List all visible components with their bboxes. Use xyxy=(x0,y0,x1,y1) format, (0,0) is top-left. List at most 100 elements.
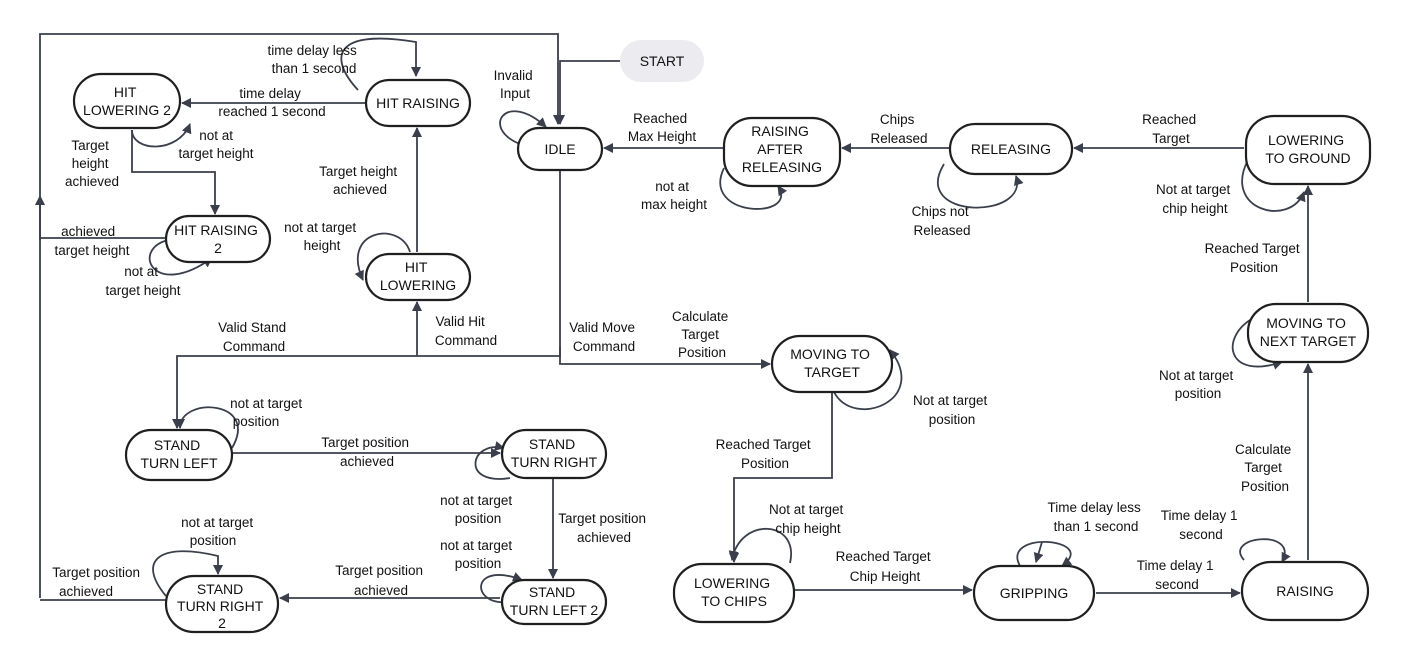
edge-idle-to-stand-turn-left xyxy=(172,170,561,429)
state-hit-raising-2-line-1: HIT RAISING xyxy=(174,222,258,238)
states: START IDLE HIT LOWERING 2 HIT RAISING HI… xyxy=(72,40,1372,634)
state-moving-to-next-target-line-2: NEXT TARGET xyxy=(1260,333,1357,349)
state-stand-turn-right-line-2: TURN RIGHT xyxy=(511,454,598,470)
state-lowering-to-ground-line-1: LOWERING xyxy=(1268,132,1344,148)
state-lowering-to-ground[interactable]: LOWERING TO GROUND xyxy=(1244,114,1372,186)
state-stand-turn-left-line-2: TURN LEFT xyxy=(141,455,218,471)
state-stand-turn-left-2-line-1: STAND xyxy=(529,584,575,600)
svg-text:HIT RAISING 2: HIT RAISING 2 xyxy=(174,222,262,256)
label-not-at-max-height: not at max height xyxy=(641,179,707,212)
state-stand-turn-right-2-line-1: STAND xyxy=(197,581,243,597)
label-chips-released: Chips Released xyxy=(870,112,927,146)
svg-text:RAISING: RAISING xyxy=(1276,583,1334,599)
svg-text:MOVING TO TARGET: MOVING TO TARGET xyxy=(790,346,874,380)
label-reached-target-position-up: Reached Target Position xyxy=(1205,241,1304,275)
svg-text:GRIPPING: GRIPPING xyxy=(1000,585,1068,601)
label-reached-target-position-down: Reached Target Position xyxy=(716,437,815,471)
label-achieved-target-height: achieved target height xyxy=(54,224,129,258)
label-target-height-achieved-hl: Target height achieved xyxy=(319,164,401,197)
label-chips-not-released: Chips not Released xyxy=(912,204,973,238)
state-hit-lowering[interactable]: HIT LOWERING xyxy=(364,252,472,302)
edge-top-return xyxy=(39,33,563,196)
state-stand-turn-right-2[interactable]: STAND TURN RIGHT 2 xyxy=(164,574,280,634)
state-hit-lowering-2[interactable]: HIT LOWERING 2 xyxy=(72,72,182,130)
edge-raising-after-releasing-self-loop xyxy=(719,167,788,210)
edge-start-to-idle xyxy=(555,60,620,125)
label-time-delay-less-grip: Time delay less than 1 second xyxy=(1047,500,1144,534)
label-target-position-achieved-stl: Target position achieved xyxy=(321,435,413,469)
label-not-at-target-position-stl: not at target position xyxy=(230,396,306,429)
state-moving-to-next-target[interactable]: MOVING TO NEXT TARGET xyxy=(1246,302,1370,364)
svg-text:HIT RAISING: HIT RAISING xyxy=(376,95,460,111)
svg-text:STAND TURN RIGHT: STAND TURN RIGHT 2 xyxy=(177,581,267,631)
edge-stand-turn-left-self-loop xyxy=(175,406,239,449)
state-idle[interactable]: IDLE xyxy=(516,126,604,172)
state-stand-turn-right[interactable]: STAND TURN RIGHT xyxy=(500,428,608,480)
state-raising-line-1: RAISING xyxy=(1276,583,1334,599)
edges xyxy=(35,33,1313,603)
state-stand-turn-left[interactable]: STAND TURN LEFT xyxy=(124,428,234,482)
state-hit-raising-line-1: HIT RAISING xyxy=(376,95,460,111)
edge-lowering-to-chips-self-loop xyxy=(728,527,793,564)
label-valid-move-command: Valid Move Command xyxy=(569,320,639,354)
state-hit-raising-2[interactable]: HIT RAISING 2 xyxy=(164,214,272,264)
state-hit-raising[interactable]: HIT RAISING xyxy=(364,78,472,128)
edge-labels: Invalid Input time delay less than 1 sec… xyxy=(52,43,1304,599)
edge-hit-raising-2-self-loop xyxy=(148,239,213,276)
label-time-delay-reached: time delay reached 1 second xyxy=(218,86,325,119)
state-lowering-to-chips-line-1: LOWERING xyxy=(694,575,770,591)
state-stand-turn-left-2-line-2: TURN LEFT 2 xyxy=(510,602,599,618)
state-hit-lowering-2-line-1: HIT xyxy=(114,84,137,100)
edge-hit-raising-self-loop xyxy=(340,37,421,91)
state-gripping[interactable]: GRIPPING xyxy=(972,564,1096,622)
state-releasing[interactable]: RELEASING xyxy=(948,122,1074,176)
label-not-at-target-chip-height-ground: Not at target chip height xyxy=(1156,182,1234,216)
state-hit-lowering-line-2: LOWERING xyxy=(380,277,456,293)
state-stand-turn-left-2[interactable]: STAND TURN LEFT 2 xyxy=(500,578,608,626)
label-calculate-target-position-mid: Calculate Target Position xyxy=(672,309,732,360)
label-not-at-target-position-next: Not at target position xyxy=(1159,368,1237,401)
state-lowering-to-chips[interactable]: LOWERING TO CHIPS xyxy=(672,562,796,624)
label-not-at-target-position-str2: not at target position xyxy=(181,515,257,548)
state-moving-to-next-target-line-1: MOVING TO xyxy=(1266,315,1346,331)
state-hit-lowering-2-line-2: LOWERING 2 xyxy=(83,102,171,118)
svg-text:LOWERING TO CHIPS: LOWERING TO CHIPS xyxy=(694,575,774,609)
state-stand-turn-left-line-1: STAND xyxy=(154,437,200,453)
edge-hit-lowering-self-loop xyxy=(354,232,411,281)
label-not-at-target-position-stl2: not at target position xyxy=(440,538,516,571)
svg-text:STAND TURN LEFT 2: STAND TURN LEFT 2 xyxy=(510,584,599,618)
edge-hit-lowering-2-self-loop xyxy=(131,123,192,148)
edge-releasing-self-loop xyxy=(937,163,1024,209)
label-not-at-target-height-hr2: not at target height xyxy=(105,264,180,298)
label-time-delay-1-second-grip: Time delay 1 second xyxy=(1137,558,1218,592)
label-reached-target-chip-height: Reached Target Chip Height xyxy=(836,549,935,584)
state-start[interactable]: START xyxy=(620,40,704,82)
state-raising-after-releasing-line-1: RAISING xyxy=(751,123,809,139)
state-start-line-1: START xyxy=(640,53,685,69)
state-releasing-line-1: RELEASING xyxy=(971,141,1051,157)
label-target-position-achieved-str: Target position achieved xyxy=(558,511,650,545)
label-reached-max-height: Reached Max Height xyxy=(628,111,697,144)
state-raising-after-releasing[interactable]: RAISING AFTER RELEASING xyxy=(722,116,842,188)
state-raising[interactable]: RAISING xyxy=(1240,560,1370,622)
label-time-delay-1-second-raise: Time delay 1 second xyxy=(1161,508,1242,542)
state-moving-to-target[interactable]: MOVING TO TARGET xyxy=(770,334,894,394)
edge-gripping-self-loop-tip xyxy=(1033,541,1044,563)
label-not-at-target-height-hl: not at target height xyxy=(284,220,360,253)
label-calculate-target-position-right: Calculate Target Position xyxy=(1235,442,1295,494)
state-hit-lowering-line-1: HIT xyxy=(405,259,428,275)
state-stand-turn-right-2-line-3: 2 xyxy=(218,615,226,631)
edge-idle-self-loop xyxy=(499,110,547,145)
state-stand-turn-right-2-line-2: TURN RIGHT xyxy=(177,598,264,614)
state-raising-after-releasing-line-3: RELEASING xyxy=(742,159,822,175)
label-target-position-achieved-stl2: Target position achieved xyxy=(335,563,427,598)
state-gripping-line-1: GRIPPING xyxy=(1000,585,1068,601)
label-valid-hit-command: Valid Hit Command xyxy=(435,314,497,348)
label-invalid-input: Invalid Input xyxy=(494,68,537,101)
svg-text:RAISING AFTER: RAISING AFTER RELEASING xyxy=(742,123,822,175)
state-lowering-to-chips-line-2: TO CHIPS xyxy=(701,593,767,609)
edge-hit-lowering-2-to-hit-raising-2 xyxy=(131,130,220,215)
edge-lowering-to-ground-self-loop xyxy=(1241,159,1306,212)
state-raising-after-releasing-line-2: AFTER xyxy=(757,141,803,157)
